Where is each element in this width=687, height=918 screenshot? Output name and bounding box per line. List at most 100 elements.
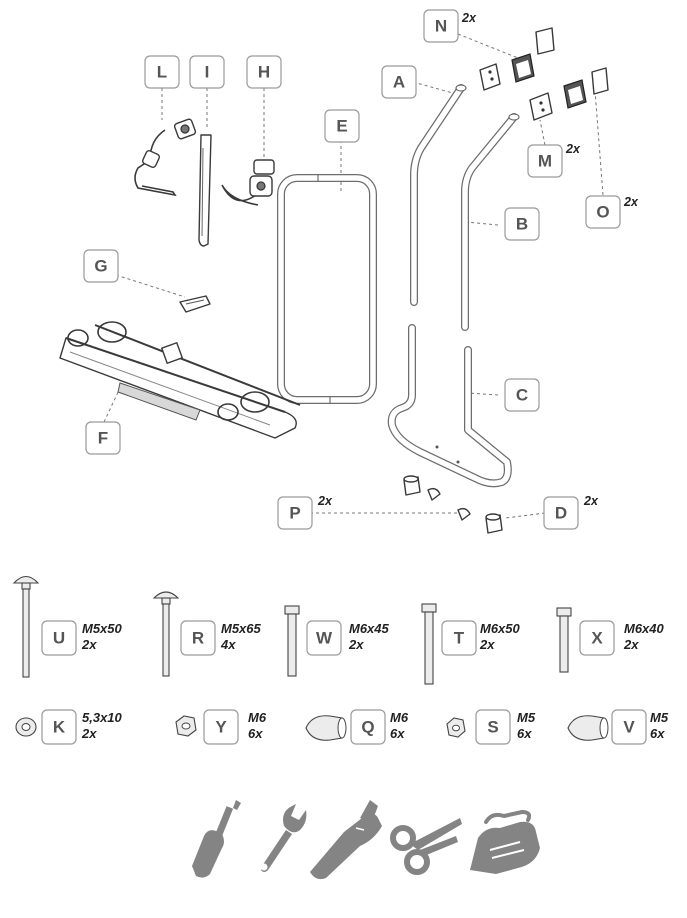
svg-text:M6: M6: [390, 710, 409, 725]
svg-text:D: D: [555, 504, 567, 523]
svg-text:L: L: [157, 63, 167, 82]
hardware-w: W M6x45 2x: [284, 605, 390, 677]
svg-text:2x: 2x: [81, 637, 97, 652]
label-n: N 2x: [423, 9, 477, 43]
svg-text:M5: M5: [650, 710, 669, 725]
label-d: D 2x: [543, 494, 599, 530]
svg-text:2x: 2x: [583, 494, 599, 508]
base-c-drawing: [387, 324, 512, 488]
label-f: F: [85, 421, 121, 455]
svg-text:M6: M6: [248, 710, 267, 725]
cap-nut-v-icon: [567, 715, 609, 741]
cap-nut-q-icon: [305, 715, 347, 741]
svg-text:2x: 2x: [623, 195, 639, 209]
svg-text:K: K: [53, 718, 66, 737]
svg-text:A: A: [393, 73, 405, 92]
svg-text:6x: 6x: [390, 726, 405, 741]
nut-y-icon: [175, 715, 197, 737]
hardware-u: U M5x50 2x: [12, 575, 123, 678]
tools-row: [192, 800, 540, 880]
svg-text:M5x65: M5x65: [221, 621, 262, 636]
svg-text:F: F: [98, 429, 108, 448]
label-h: H: [246, 55, 282, 89]
label-c: C: [504, 378, 540, 412]
svg-text:C: C: [516, 386, 528, 405]
svg-text:2x: 2x: [565, 142, 581, 156]
label-p: P 2x: [277, 494, 333, 530]
svg-text:Q: Q: [361, 718, 374, 737]
bolt-x-icon: [556, 607, 572, 673]
part-d-drawing: [403, 475, 503, 534]
nut-s-icon: [446, 717, 466, 738]
label-o: O 2x: [585, 195, 639, 229]
label-b: B: [504, 207, 540, 241]
washer-k-icon: [15, 717, 37, 737]
svg-text:B: B: [516, 215, 528, 234]
bolt-t-icon: [421, 603, 437, 685]
svg-text:6x: 6x: [517, 726, 532, 741]
svg-text:O: O: [596, 203, 609, 222]
svg-text:2x: 2x: [81, 726, 97, 741]
svg-text:V: V: [623, 718, 635, 737]
svg-text:6x: 6x: [248, 726, 263, 741]
svg-text:6x: 6x: [650, 726, 665, 741]
svg-text:P: P: [289, 504, 300, 523]
svg-text:S: S: [487, 718, 498, 737]
hardware-v: V M5 6x: [567, 709, 669, 745]
part-g-drawing: [179, 295, 211, 313]
svg-text:H: H: [258, 63, 270, 82]
bolt-w-icon: [284, 605, 300, 677]
utility-knife-icon: [310, 800, 382, 880]
svg-text:W: W: [316, 629, 333, 648]
svg-text:E: E: [336, 117, 347, 136]
part-o-drawing: [563, 67, 609, 109]
label-e: E: [324, 109, 360, 143]
tube-b-drawing: [461, 113, 520, 331]
svg-text:R: R: [192, 629, 204, 648]
hardware-t: T M6x50 2x: [421, 603, 521, 685]
hardware-y: Y M6 6x: [175, 709, 267, 745]
wrench-icon: [260, 804, 307, 872]
svg-text:G: G: [94, 257, 107, 276]
svg-text:2x: 2x: [479, 637, 495, 652]
svg-text:M5: M5: [517, 710, 536, 725]
label-l: L: [144, 55, 180, 89]
cleaning-cloth-icon: [470, 809, 540, 874]
svg-text:U: U: [53, 629, 65, 648]
svg-text:M6x40: M6x40: [624, 621, 665, 636]
leader-lines: [103, 33, 604, 519]
hardware-s: S M5 6x: [446, 709, 536, 745]
part-n-drawing: [479, 27, 555, 91]
hardware-q: Q M6 6x: [305, 709, 409, 745]
frame-e-drawing: [277, 174, 377, 404]
part-l-drawing: [134, 118, 197, 197]
svg-text:T: T: [454, 629, 465, 648]
svg-text:5,3x10: 5,3x10: [82, 710, 123, 725]
screwdriver-icon: [192, 800, 241, 878]
svg-text:N: N: [435, 17, 447, 36]
bolt-u-icon: [12, 575, 40, 678]
label-m: M 2x: [527, 142, 581, 178]
svg-text:X: X: [591, 629, 603, 648]
part-h-drawing: [221, 159, 275, 206]
svg-text:Y: Y: [215, 718, 227, 737]
svg-text:M: M: [538, 152, 552, 171]
svg-text:M6x45: M6x45: [349, 621, 390, 636]
bolt-r-icon: [152, 591, 180, 677]
svg-text:M5x50: M5x50: [82, 621, 123, 636]
label-i: I: [189, 55, 225, 89]
label-g: G: [83, 249, 119, 283]
hardware-k: K 5,3x10 2x: [15, 709, 123, 745]
part-p-drawing: [427, 487, 471, 521]
svg-text:M6x50: M6x50: [480, 621, 521, 636]
label-a: A: [381, 65, 417, 99]
part-m-drawing: [529, 92, 553, 121]
svg-text:2x: 2x: [623, 637, 639, 652]
scissors-icon: [390, 818, 462, 875]
tube-a-drawing: [410, 84, 467, 306]
svg-text:4x: 4x: [220, 637, 236, 652]
svg-text:2x: 2x: [348, 637, 364, 652]
part-i-drawing: [198, 134, 212, 247]
svg-text:2x: 2x: [461, 11, 477, 25]
